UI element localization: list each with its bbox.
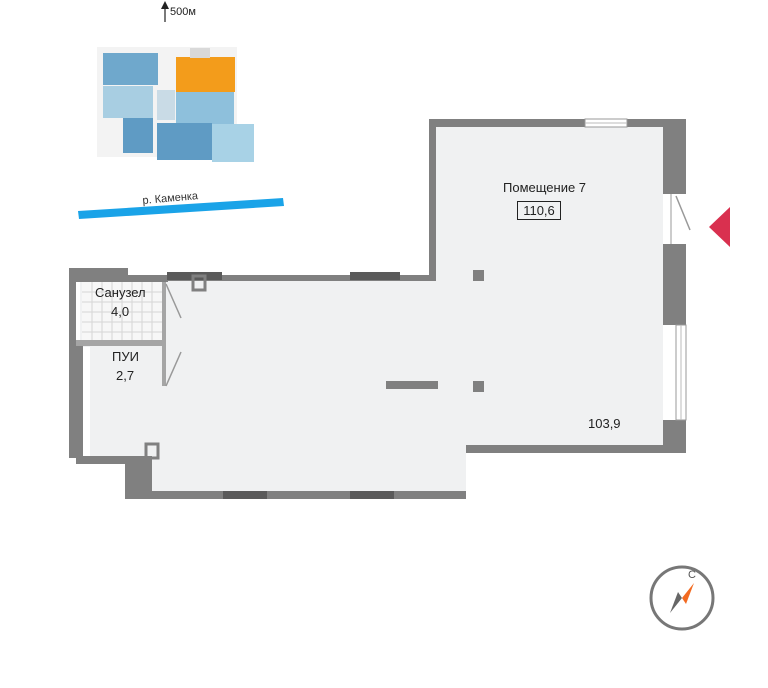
north-arrow-icon [161,1,169,9]
minimap-block [157,123,212,160]
minimap-block [190,48,210,58]
columns [386,270,484,392]
minimap-block [123,118,153,153]
entrance-marker-icon [709,207,730,247]
minimap-block [176,92,234,124]
interior-doors [165,283,182,387]
utility-room-name: ПУИ [112,349,139,364]
river [78,198,284,219]
minimap-block [103,86,153,118]
site-minimap [97,1,254,162]
premise-total-area: 110,6 [517,201,561,220]
minimap-block [103,53,158,85]
premise-title: Помещение 7 [503,180,587,195]
compass-icon [649,565,715,631]
bathroom-tiles [82,282,166,340]
windows [584,118,687,421]
minimap-block [212,124,254,162]
bathroom-area: 4,0 [111,304,130,319]
minimap-block [157,90,175,120]
utility-room-wall [162,346,166,386]
utility-room-area: 2,7 [116,368,135,383]
wall-segments [144,272,400,499]
minimap-highlighted-unit [176,57,235,92]
distance-label: 500м [170,6,196,18]
bathroom-name: Санузел [95,285,146,300]
main-room-area: 103,9 [588,416,621,431]
compass-north-letter: С [688,569,696,581]
entrance-door [670,194,691,244]
